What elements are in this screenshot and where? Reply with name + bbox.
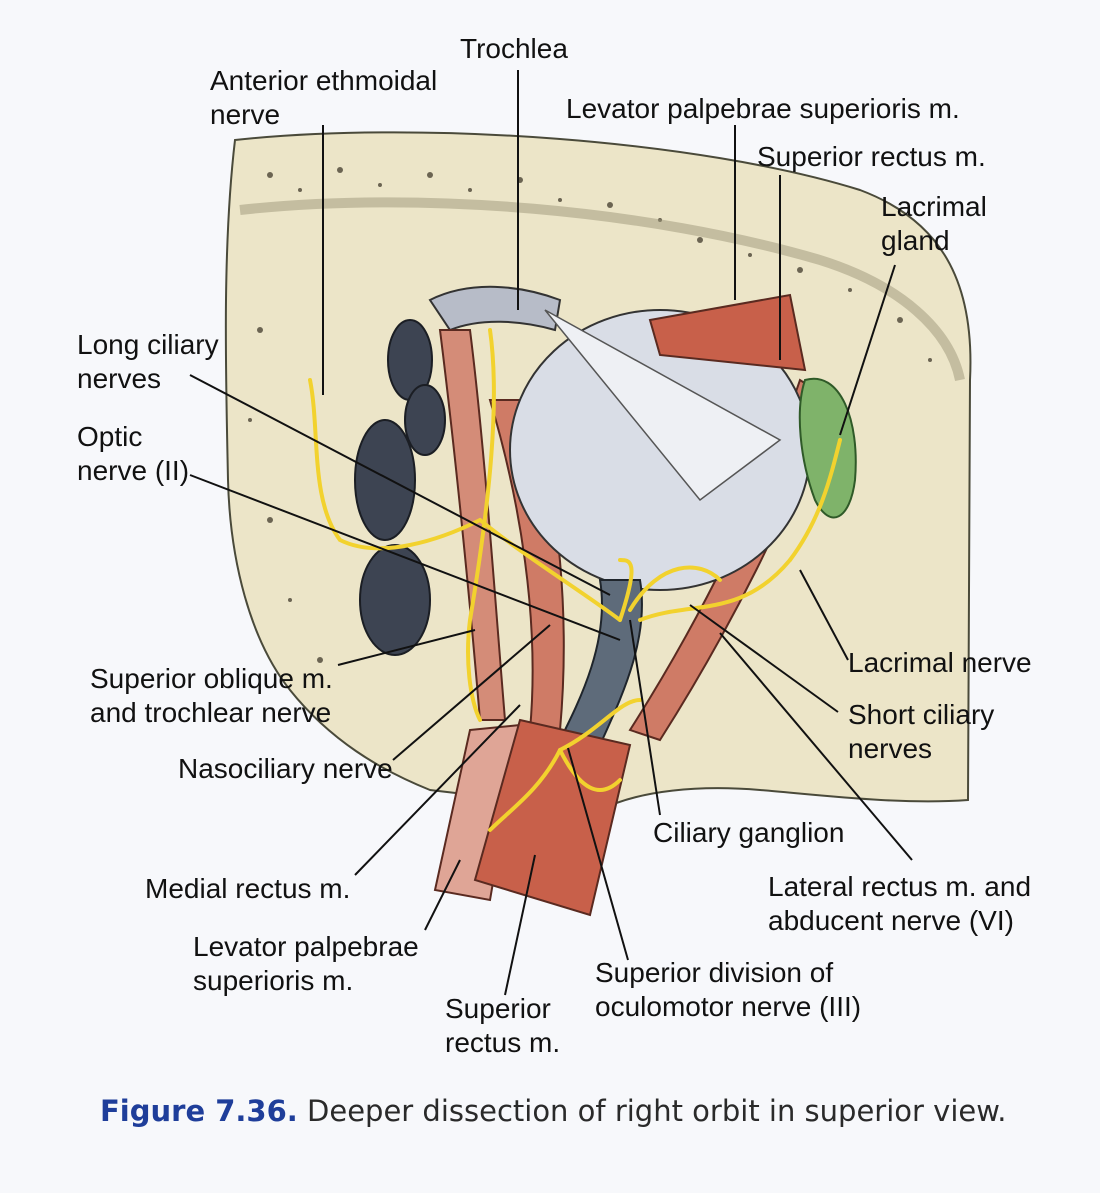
label-nasociliary-nerve: Nasociliary nerve [178, 753, 393, 784]
label-levator-palpebrae-top: Levator palpebrae superioris m. [566, 93, 960, 124]
label-lacrimal-nerve: Lacrimal nerve [848, 647, 1032, 678]
label-superior-rectus-top: Superior rectus m. [757, 141, 986, 172]
label-medial-rectus: Medial rectus m. [145, 873, 351, 904]
figure-caption: Figure 7.36. Deeper dissection of right … [100, 1094, 1007, 1128]
lacrimal-gland [798, 377, 857, 519]
label-ciliary-ganglion: Ciliary ganglion [653, 817, 845, 848]
trochlea-structure [428, 285, 562, 332]
label-trochlea: Trochlea [460, 33, 568, 64]
nerves [308, 328, 842, 832]
levator-superior-rectus-distal [648, 293, 807, 372]
superior-rectus-cut-muscle [473, 718, 632, 917]
label-superior-oblique: Superior oblique m.and trochlear nerve [90, 663, 333, 728]
levator-cut-muscle [433, 723, 522, 902]
ethmoid-air-cells [354, 319, 446, 656]
figure-number: Figure 7.36. [100, 1094, 298, 1128]
leader-lines [189, 70, 913, 996]
figure-caption-text: Deeper dissection of right orbit in supe… [307, 1094, 1007, 1128]
superior-oblique-tendon [544, 309, 782, 502]
